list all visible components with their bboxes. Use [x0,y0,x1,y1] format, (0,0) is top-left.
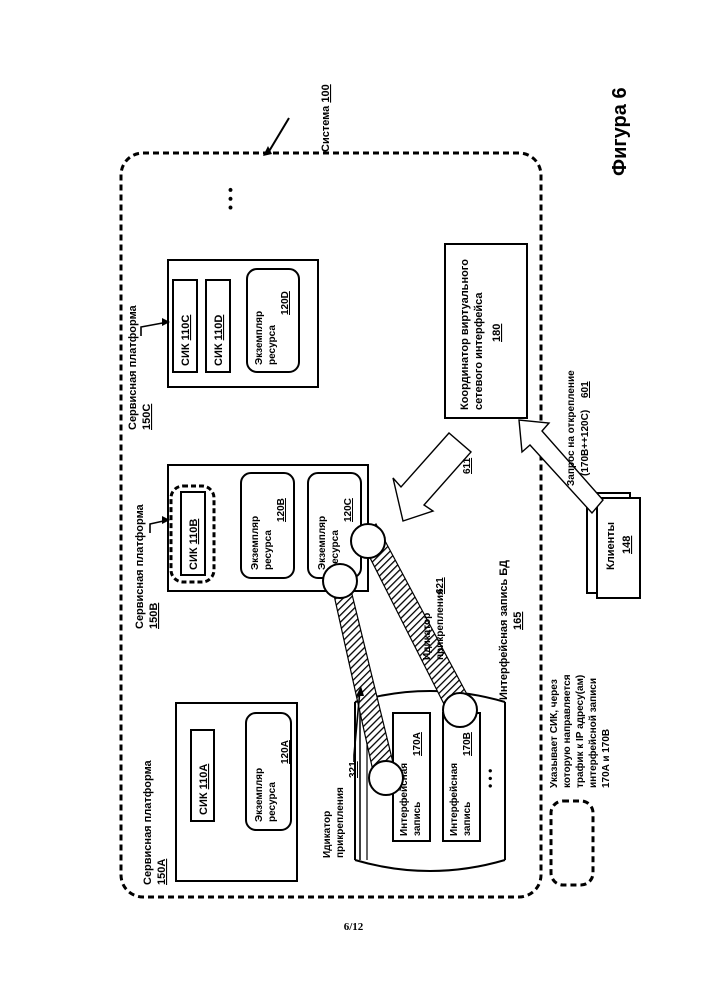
clients-ref: 148 [621,536,633,554]
request-line2: (170B++120C) [580,410,591,476]
resource-120b-ref: 120B [276,498,287,522]
arrow-611-ref: 611 [462,457,473,474]
record-170b-line2: запись [462,802,473,836]
resource-120c-line1: Экземпляр [317,516,328,570]
record-170a-ref: 170A [412,732,423,756]
coordinator-180 [445,244,527,418]
resource-120d-line1: Экземпляр [254,311,265,365]
attach-node-120c-a [323,564,357,598]
resource-120d-ref: 120D [280,291,291,315]
ellipsis: • • • [222,187,238,210]
nic-110d-label: СИК 110D [213,315,225,366]
nic-110a-label: СИК 110A [198,764,210,815]
attach-node-170a [369,761,403,795]
coordinator-line2: сетевого интерфейса [473,292,485,410]
attach-321-line2: прикрепления [335,787,346,858]
platform-150a-ref: 150A [156,859,168,885]
attach-node-120c-b [351,524,385,558]
attach-321-line1: Идикатор [322,811,333,858]
record-170b-ref: 170B [462,732,473,756]
resource-120d-line2: ресурса [267,325,278,365]
legend-line-1: Указывает СИК, через [549,679,560,788]
resource-120a-line1: Экземпляр [254,768,265,822]
request-line1: Запрос на открепление [566,370,577,486]
nic-110b-label: СИК 110B [188,519,200,570]
page-number: 6/12 [0,921,707,933]
platform-150b-ref: 150B [148,603,160,629]
platform-150b-label: Сервисная платформа [134,503,146,629]
clients-label: Клиенты [605,522,617,570]
legend-line-5: 170A и 170B [601,729,612,788]
platform-150c-ref: 150C [141,404,153,430]
legend-swatch [551,801,593,885]
resource-120b-line1: Экземпляр [250,516,261,570]
record-170a-line2: запись [412,802,423,836]
legend-line-3: трафик к IP адресу(ам) [574,675,586,788]
db-ref: 165 [512,612,524,630]
clients-148 [597,498,640,598]
resource-120a-line2: ресурса [267,782,278,822]
db-ellipsis: • • • [483,769,497,788]
detach-arrow-611 [393,433,471,521]
legend-line-2: которую направляется [562,674,573,788]
coordinator-line1: Координатор виртуального [459,259,471,410]
resource-120a-ref: 120A [280,740,291,764]
record-170b-line1: Интерфейсная [448,763,460,836]
attach-node-170b [443,693,477,727]
legend-line-4: интерфейсной записи [587,678,599,788]
resource-120b-line2: ресурса [263,530,274,570]
coordinator-ref: 180 [491,324,503,342]
resource-120c-ref: 120C [343,498,354,522]
figure-title: Фигура 6 [609,87,631,176]
platform-150c-label: Сервисная платформа [127,304,139,430]
system-pointer-line [268,118,289,153]
system-label: Система 100 [320,84,332,152]
request-ref: 601 [580,381,591,398]
db-label: Интерфейсная запись БД [498,560,510,700]
db-cylinder-bottom [355,860,505,871]
nic-110c-label: СИК 110C [180,315,192,366]
platform-150a-label: Сервисная платформа [142,759,154,885]
attach-621-line2: прикрепления [435,589,446,660]
attach-621-line1: Идикатор [422,613,433,660]
attach-621-ref: 621 [435,577,446,594]
attach-321-ref: 321 [348,761,359,778]
